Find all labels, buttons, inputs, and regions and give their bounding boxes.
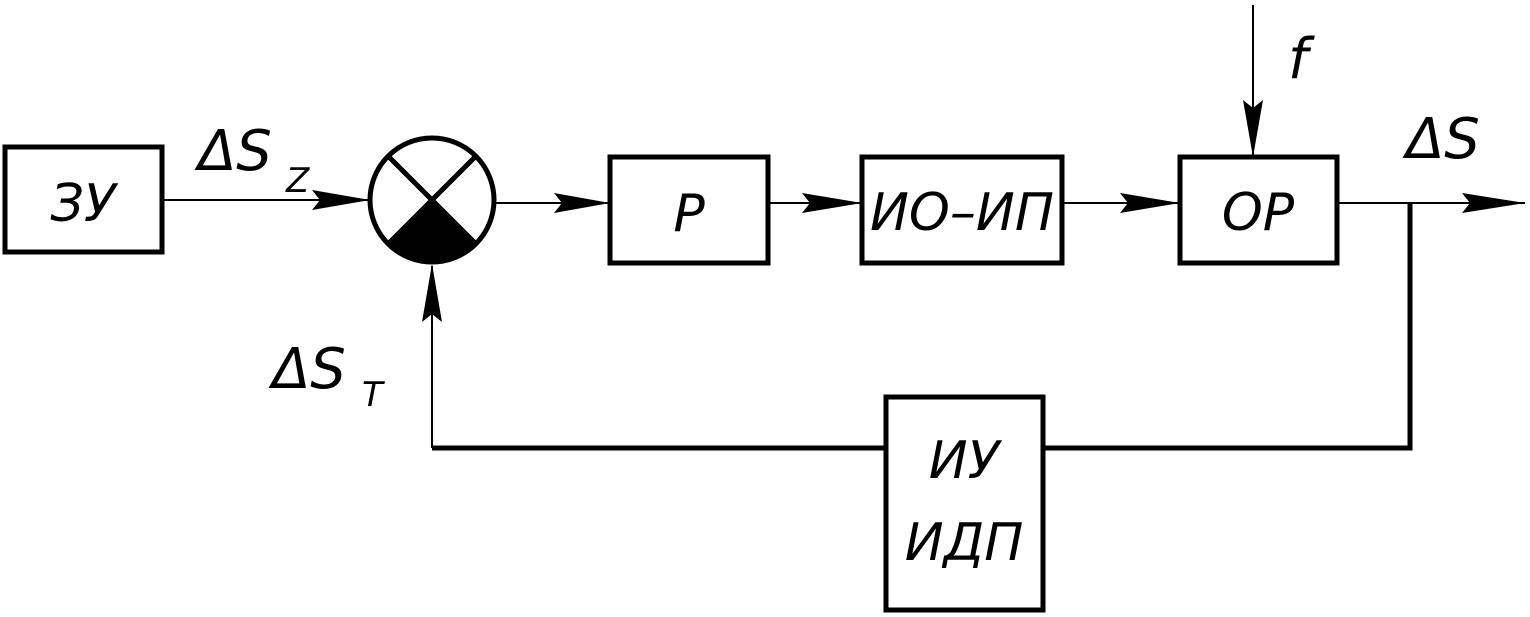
arrow-setpoint bbox=[312, 190, 370, 210]
block-actuator-label: ИО–ИП bbox=[870, 183, 1054, 243]
arrow-feedback bbox=[422, 264, 442, 322]
arrow-control bbox=[802, 193, 862, 213]
block-regulator: Р bbox=[607, 154, 771, 266]
arrow-output bbox=[1462, 193, 1525, 213]
block-plant-label: ОР bbox=[1222, 183, 1295, 243]
setpoint-signal-symbol: ΔS bbox=[194, 119, 272, 184]
arrow-disturbance bbox=[1243, 100, 1263, 157]
arrow-error bbox=[554, 193, 610, 213]
junction-negative-sector bbox=[388, 200, 476, 263]
output-label: ΔS bbox=[1402, 107, 1480, 172]
label-setpoint-signal: ΔS Z bbox=[194, 119, 310, 201]
block-regulator-label: Р bbox=[673, 184, 705, 244]
label-feedback-signal: ΔS T bbox=[268, 337, 385, 415]
block-sensor: ИУ ИДП bbox=[883, 394, 1046, 613]
summing-junction bbox=[367, 135, 497, 265]
block-setpoint-label: ЗУ bbox=[50, 174, 118, 234]
block-setpoint: ЗУ bbox=[2, 144, 165, 255]
feedback-signal-symbol: ΔS bbox=[268, 337, 346, 402]
junction-cross-b bbox=[386, 154, 478, 246]
block-actuator: ИО–ИП bbox=[859, 154, 1065, 266]
block-sensor-label-line1: ИУ bbox=[929, 431, 1003, 491]
feedback-line-right bbox=[1043, 203, 1413, 451]
disturbance-label: f bbox=[1288, 27, 1315, 92]
block-sensor-label-line2: ИДП bbox=[905, 513, 1024, 573]
block-plant: ОР bbox=[1177, 154, 1340, 266]
setpoint-signal-subscript: Z bbox=[285, 161, 310, 201]
arrow-actuation bbox=[1120, 193, 1180, 213]
junction-circle bbox=[367, 135, 497, 265]
feedback-signal-subscript: T bbox=[362, 375, 385, 415]
